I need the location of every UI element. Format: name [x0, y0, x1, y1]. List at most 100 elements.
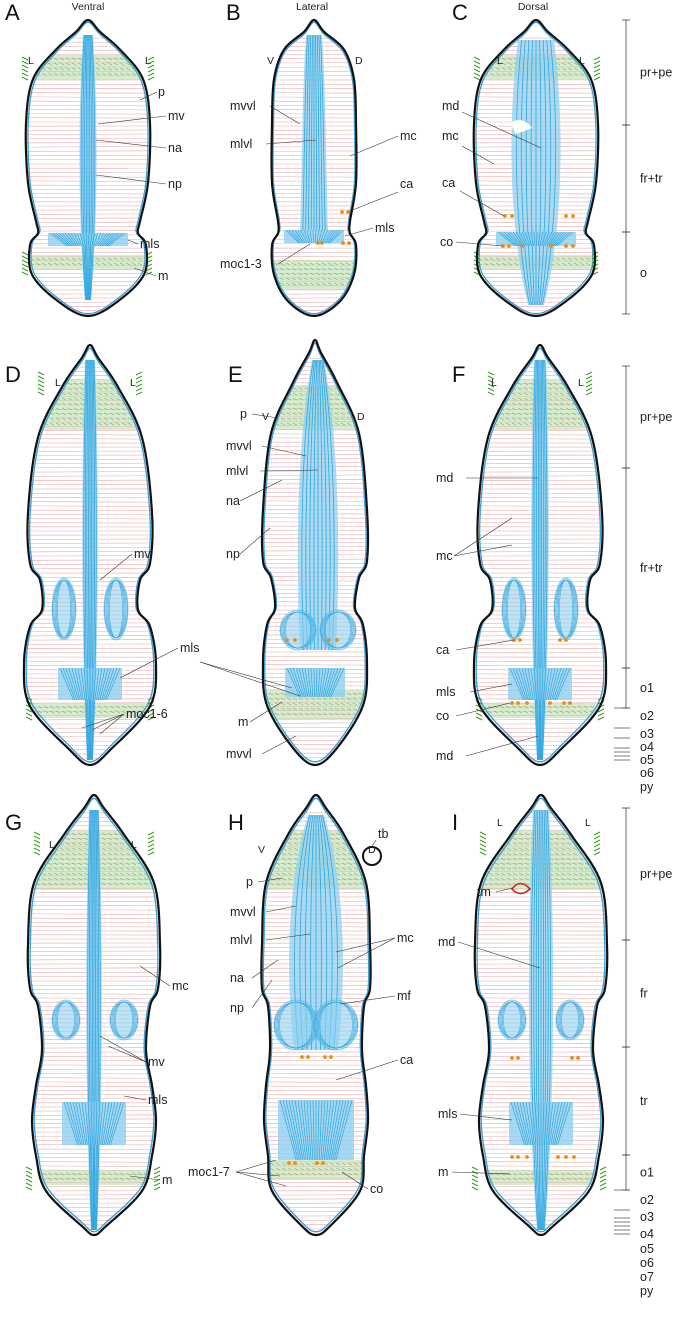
- cilia-tuft: [473, 64, 481, 69]
- cilia-tuft: [135, 387, 143, 392]
- label-A-np: np: [168, 177, 182, 191]
- panel-letter-H: H: [228, 810, 244, 835]
- body-outline: [270, 18, 358, 318]
- attachment-dot: [564, 244, 568, 248]
- cilia-tuft: [153, 1166, 161, 1171]
- cilia-tuft: [25, 708, 33, 713]
- attachment-dot: [564, 638, 568, 642]
- panel-letter-B: B: [226, 0, 241, 25]
- cilia-tuft: [147, 72, 155, 77]
- body-outline: [473, 793, 609, 1237]
- label-H-p: p: [246, 875, 253, 889]
- cilia-tuft: [593, 76, 601, 81]
- cilia-tuft: [473, 56, 481, 61]
- orient-B-left: V: [267, 55, 274, 67]
- cilia-tuft: [25, 1182, 33, 1187]
- cilia-tuft: [597, 716, 605, 721]
- label-H-mf: mf: [397, 989, 411, 1003]
- cilia-tuft: [37, 375, 45, 380]
- cilia-tuft: [153, 1174, 161, 1179]
- cilia-tuft: [135, 375, 143, 380]
- attachment-dot: [327, 638, 331, 642]
- leader-line: [265, 933, 311, 941]
- leader-line: [251, 979, 273, 1009]
- attachment-dot: [329, 1055, 333, 1059]
- leader-line: [99, 1035, 147, 1063]
- region-r3-py: py: [640, 1284, 654, 1298]
- specimen-I: [471, 793, 609, 1237]
- cilia-tuft: [147, 64, 155, 69]
- attachment-dot: [510, 214, 514, 218]
- specimen-F: [472, 343, 608, 767]
- label-D-moc1-6: moc1-6: [126, 707, 168, 721]
- cilia-tuft: [593, 839, 601, 844]
- leader-line: [344, 227, 374, 237]
- cilia-tuft: [147, 831, 155, 836]
- cilia-tuft: [593, 56, 601, 61]
- label-E-p: p: [240, 407, 247, 421]
- cilia-tuft: [37, 371, 45, 376]
- orient-I-left: L: [497, 817, 503, 829]
- cilia-tuft: [135, 379, 143, 384]
- leader-line: [455, 702, 511, 717]
- leader-line: [91, 713, 125, 731]
- leader-line: [99, 553, 133, 581]
- cilia-tuft: [37, 391, 45, 396]
- label-B-mls: mls: [375, 221, 394, 235]
- leader-line: [257, 877, 283, 883]
- view-title-C: Dorsal: [518, 1, 548, 13]
- inner-outline: [476, 797, 606, 1233]
- label-E-np: np: [226, 547, 240, 561]
- orient-C-left: L: [497, 55, 503, 67]
- label-C-md: md: [442, 99, 459, 113]
- attachment-dot: [293, 1161, 297, 1165]
- cilia-tuft: [471, 1186, 479, 1191]
- orient-E-left: V: [262, 411, 269, 423]
- leader-line: [461, 145, 495, 165]
- cilia-tuft: [147, 843, 155, 848]
- orient-G-left: L: [49, 839, 55, 851]
- cilia-tuft: [473, 72, 481, 77]
- cilia-tuft: [593, 851, 601, 856]
- region-r2-frtr: fr+tr: [640, 561, 663, 575]
- cilia-tuft: [585, 387, 593, 392]
- leader-line: [235, 1171, 281, 1177]
- cilia-tuft: [153, 1182, 161, 1187]
- cilia-tuft: [487, 387, 495, 392]
- label-D-mv: mv: [134, 547, 151, 561]
- cilia-tuft: [21, 64, 29, 69]
- region-r2-o1: o1: [640, 681, 654, 695]
- cilia-tuft: [585, 383, 593, 388]
- cilia-tuft: [487, 383, 495, 388]
- body-outline: [24, 18, 152, 318]
- attachment-dot: [562, 701, 566, 705]
- cilia-tuft: [599, 1186, 607, 1191]
- label-G-mc: mc: [172, 979, 189, 993]
- attachment-dot: [321, 1161, 325, 1165]
- label-F-md: md: [436, 471, 453, 485]
- leader-line: [337, 937, 396, 969]
- cilia-tuft: [593, 847, 601, 852]
- specimen-bodies: [21, 18, 609, 1237]
- cilia-tuft: [21, 259, 29, 264]
- label-D-mls: mls: [180, 641, 199, 655]
- muscle-lobe: [51, 577, 77, 641]
- attachment-dot: [510, 1155, 514, 1159]
- attachment-dot: [320, 241, 324, 245]
- specimen-A: [21, 18, 155, 318]
- label-A-mls: mls: [140, 237, 159, 251]
- region-r1-frtr: fr+tr: [640, 172, 663, 186]
- leader-line: [269, 105, 301, 125]
- region-r3-o1: o1: [640, 1166, 654, 1180]
- cilia-tuft: [21, 251, 29, 256]
- cilia-tuft: [153, 1186, 161, 1191]
- attachment-dot: [507, 244, 511, 248]
- attachment-dot: [341, 241, 345, 245]
- cilia-tuft: [487, 379, 495, 384]
- region-r3-o4: o4: [640, 1227, 654, 1241]
- body-interior: [271, 34, 357, 312]
- body-interior: [262, 357, 368, 759]
- leader-line: [349, 135, 399, 157]
- label-A-na: na: [168, 141, 182, 155]
- cilia-tuft: [25, 1186, 33, 1191]
